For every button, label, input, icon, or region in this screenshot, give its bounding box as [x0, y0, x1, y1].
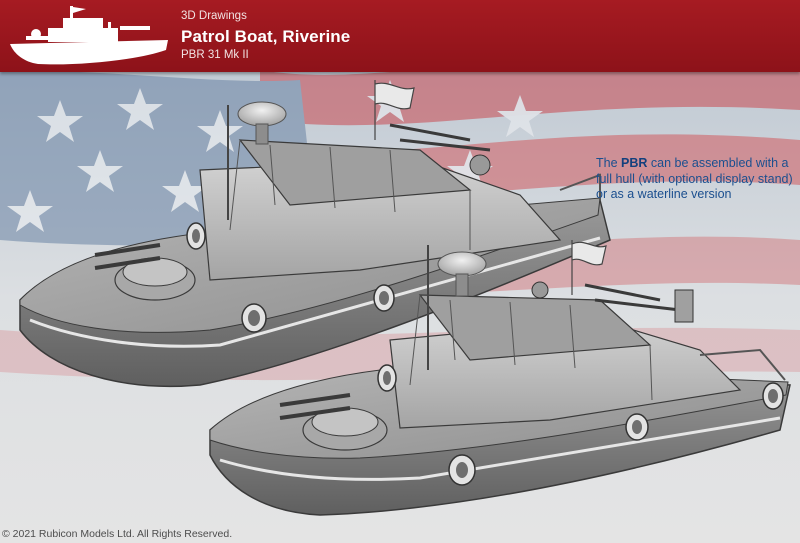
- caption-rest: can be assembled with a full hull (with …: [596, 156, 793, 201]
- copyright-notice: © 2021 Rubicon Models Ltd. All Rights Re…: [2, 528, 233, 540]
- boat-silhouette-icon: [10, 6, 168, 65]
- page-subtitle: PBR 31 Mk II: [181, 49, 249, 61]
- description-caption: The PBR can be assembled with a full hul…: [596, 156, 796, 203]
- header-banner: 3D Drawings Patrol Boat, Riverine PBR 31…: [0, 0, 800, 72]
- caption-highlight: PBR: [621, 156, 648, 170]
- boat-full-hull: [19, 80, 611, 388]
- page-title: Patrol Boat, Riverine: [181, 27, 351, 46]
- caption-lead: The: [596, 156, 622, 170]
- boat-waterline: [209, 240, 791, 516]
- category-label: 3D Drawings: [181, 10, 247, 22]
